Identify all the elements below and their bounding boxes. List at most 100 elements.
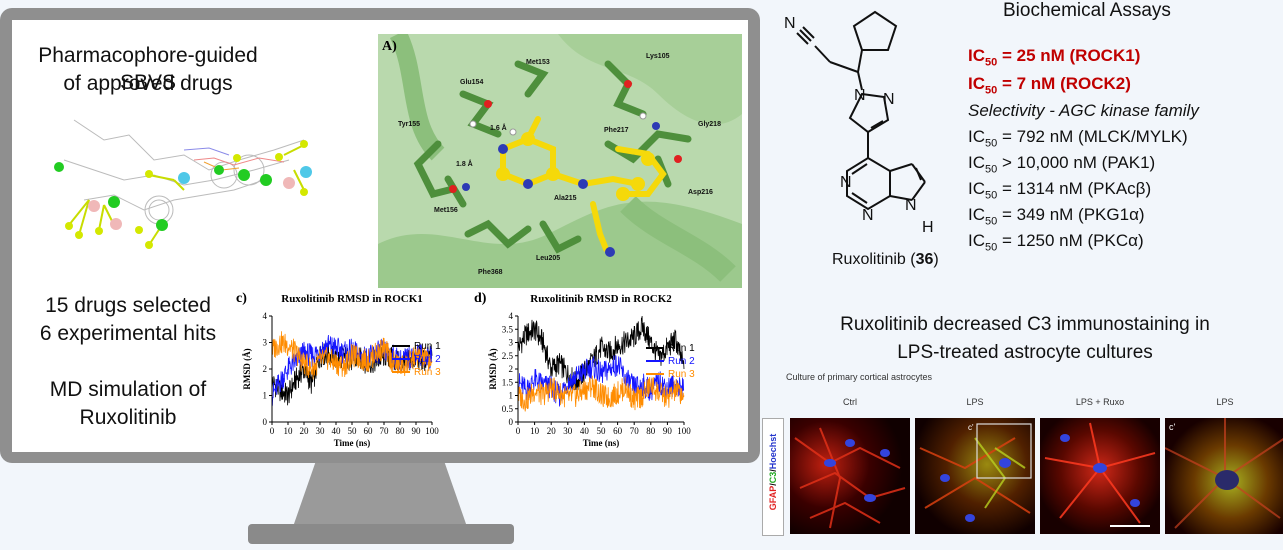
x-tick-label: 40 [332,426,342,436]
y-tick-label: 0.5 [502,404,514,414]
chart-title: Ruxolitinib RMSD in ROCK2 [530,293,672,305]
legend-entry: Run 3 [414,367,441,378]
monitor-frame: Pharmacophore-guided SBVS of approved dr… [0,8,760,463]
nh-n-label: N [905,197,917,214]
micrograph-ctrl [790,418,910,534]
x-tick-label: 40 [580,426,590,436]
residue-label: Glu154 [460,79,483,86]
x-tick-label: 80 [646,426,656,436]
md-simulation-text: MD simulation of [49,378,207,401]
residue-label: Gly218 [698,121,721,128]
legend-entry: Run 3 [668,369,695,380]
stain-legend: GFAP/C3/Hoechst [762,418,784,536]
x-tick-label: 20 [300,426,310,436]
residue-label: Asp216 [688,189,713,196]
x-tick-label: 60 [613,426,623,436]
pyrazole-n-label: N [854,87,866,104]
series-line-run-2 [517,355,685,407]
chart-panel-label: c) [236,291,247,306]
residue-label: Ala215 [554,195,577,202]
y-tick-label: 2 [263,364,268,374]
pyrimidine-n-label: N [840,174,852,191]
residue-label: Phe368 [478,269,503,276]
x-tick-label: 70 [630,426,640,436]
x-tick-label: 10 [284,426,294,436]
sbvs-title: Pharmacophore-guided SBVS [38,44,258,94]
ic50-row: IC50 > 10,000 nM (PAK1) [968,153,1156,176]
zoom-label: c' [1169,422,1176,432]
assays-title: Biochemical Assays [1003,0,1171,21]
ic50-row: IC50 = 349 nM (PKG1α) [968,205,1145,228]
pharmacophore-sphere [54,162,64,172]
x-tick-label: 100 [425,426,439,436]
rmsd-chart-rock2: d) Ruxolitinib RMSD in ROCK2 0 10 20 30 40 50 60… [474,291,695,448]
hoechst-label: Hoechst [768,433,778,470]
y-tick-label: 0 [509,417,514,427]
ic50-row: IC50 = 1250 nM (PKCα) [968,231,1144,254]
zoom-inset-box [976,423,1032,479]
y-tick-label: 1.5 [502,377,514,387]
x-tick-label: 30 [316,426,326,436]
distance-label: 1.6 Å [490,123,507,132]
x-tick-label: 60 [364,426,374,436]
x-axis-label: Time (ns) [583,438,620,448]
y-tick-label: 1 [509,391,514,401]
residue-label: Phe217 [604,127,629,134]
x-tick-label: 80 [396,426,406,436]
md-ruxolitinib-text: Ruxolitinib [79,406,177,429]
pyrimidine-n-label: N [862,207,874,224]
residue-label: Tyr155 [398,121,420,128]
chart-panel-label: d) [474,291,487,306]
panel-header-lps: LPS [966,397,984,407]
x-axis-label: Time (ns) [334,438,371,448]
compound-name: Ruxolitinib (36) [832,251,939,268]
culture-label: Culture of primary cortical astrocytes [786,372,933,382]
chart-title: Ruxolitinib RMSD in ROCK1 [281,293,423,305]
residue-label: Leu205 [536,255,560,262]
monitor-base [248,524,514,544]
ic50-rock1: IC50 = 25 nM (ROCK1) [968,46,1141,69]
panel-header-lps-ruxo: LPS + Ruxo [1075,397,1125,407]
y-tick-label: 4 [263,311,268,321]
drugs-selected-text: 15 drugs selected [45,294,211,317]
gfap-label: GFAP [768,485,778,511]
y-tick-label: 2.5 [502,351,514,361]
micrograph-lps-ruxo [1040,418,1160,534]
y-tick-label: 3 [263,338,268,348]
panel-header-lps-zoom: LPS [1216,397,1234,407]
stain-separator: / [768,483,778,486]
x-tick-label: 30 [563,426,573,436]
monitor-stand [293,463,467,525]
ruxolitinib-structure: N N N N N N H Ruxolitinib (36) [784,10,939,268]
nh-h-label: H [922,219,934,236]
micrograph-lps: c' [915,418,1035,534]
panel-header-ctrl: Ctrl [843,397,857,407]
x-tick-label: 100 [677,426,691,436]
c3-label: C3 [768,471,778,484]
pharmacophore-overlay [54,119,312,249]
immuno-title-line2: LPS-treated astrocyte cultures [897,342,1153,363]
ic50-row: IC50 = 1314 nM (PKAcβ) [968,179,1152,202]
micrograph-lps-zoom: c' [1165,418,1283,534]
x-tick-label: 10 [530,426,540,436]
y-tick-label: 1 [263,391,268,401]
y-tick-label: 3.5 [502,324,514,334]
monitor-screen: Pharmacophore-guided SBVS of approved dr… [12,20,748,452]
x-tick-label: 50 [597,426,607,436]
x-tick-label: 20 [547,426,557,436]
x-tick-label: 90 [663,426,673,436]
y-axis-label: RMSD (Å) [488,348,498,389]
y-tick-label: 3 [509,338,514,348]
inset-label: c' [968,423,974,432]
series-line-run-3 [271,331,433,380]
x-tick-label: 70 [380,426,390,436]
legend-entry: Run 1 [668,343,695,354]
legend-entry: Run 2 [414,354,441,365]
docking-pose: A) Glu154 Met153 Lys105 Tyr155 Phe217 Gl… [378,34,742,288]
selectivity-heading: Selectivity - AGC kinase family [968,101,1199,120]
series-line-run-3 [517,375,685,412]
legend-entry: Run 1 [414,341,441,352]
experimental-hits-text: 6 experimental hits [39,322,217,345]
y-tick-label: 2 [509,364,514,374]
